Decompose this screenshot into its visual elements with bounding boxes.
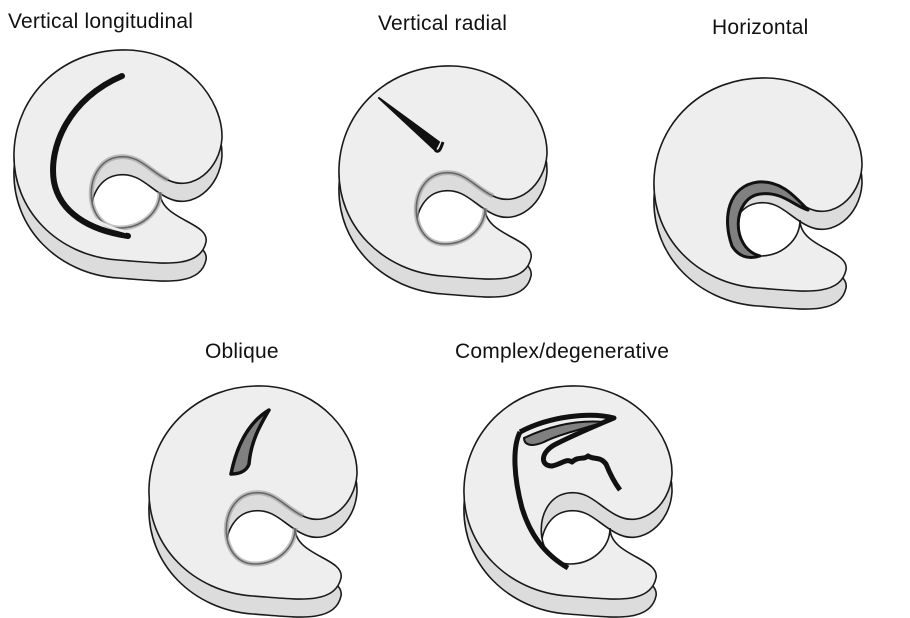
meniscus-vertical-longitudinal — [10, 42, 270, 282]
meniscus-oblique — [145, 378, 405, 618]
panel-label-vertical-radial: Vertical radial — [378, 12, 507, 36]
panel-label-horizontal: Horizontal — [712, 16, 809, 40]
panel-label-complex-degenerative: Complex/degenerative — [455, 340, 669, 364]
meniscus-complex-degenerative — [460, 378, 720, 618]
meniscus-horizontal — [650, 70, 910, 310]
panel-label-vertical-longitudinal: Vertical longitudinal — [8, 10, 193, 34]
panel-label-oblique: Oblique — [205, 340, 279, 364]
meniscus-vertical-radial — [335, 58, 595, 298]
